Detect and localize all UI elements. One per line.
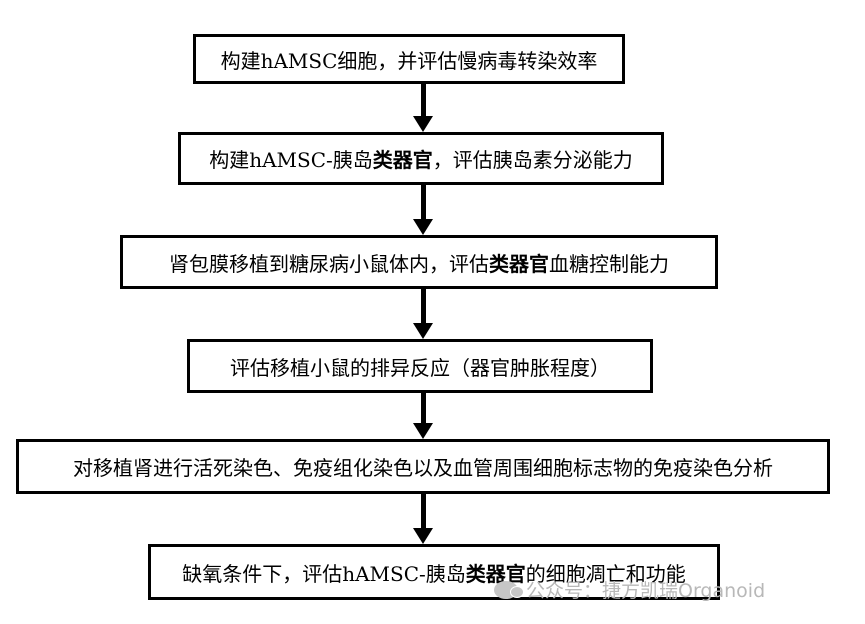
arrow-5-6 xyxy=(413,494,433,544)
step-4-box: 评估移植小鼠的排异反应（器官肿胀程度） xyxy=(187,339,653,393)
step-3-bold: 类器官 xyxy=(489,251,549,276)
wechat-icon xyxy=(494,580,524,599)
step-2-bold: 类器官 xyxy=(372,148,433,172)
step-5-box: 对移植肾进行活死染色、免疫组化染色以及血管周围细胞标志物的免疫染色分析 xyxy=(16,439,830,494)
step-2-text: 构建hAMSC-胰岛类器官，评估胰岛素分泌能力 xyxy=(209,148,633,172)
step-6-box: 缺氧条件下，评估hAMSC-胰岛类器官的细胞凋亡和功能 xyxy=(148,544,720,600)
step-6-text: 缺氧条件下，评估hAMSC-胰岛类器官的细胞凋亡和功能 xyxy=(182,561,686,586)
arrow-3-4 xyxy=(413,289,433,339)
step-2-box: 构建hAMSC-胰岛类器官，评估胰岛素分泌能力 xyxy=(178,132,664,185)
arrow-1-2 xyxy=(413,84,433,132)
watermark-text: 公众号：捷方凯瑞Organoid xyxy=(526,580,766,602)
step-3-text: 肾包膜移植到糖尿病小鼠体内，评估类器官血糖控制能力 xyxy=(169,251,669,276)
arrow-2-3 xyxy=(413,185,433,235)
step-4-text: 评估移植小鼠的排异反应（器官肿胀程度） xyxy=(230,355,610,380)
step-1-box: 构建hAMSC细胞，并评估慢病毒转染效率 xyxy=(193,34,625,84)
step-3-box: 肾包膜移植到糖尿病小鼠体内，评估类器官血糖控制能力 xyxy=(120,235,718,289)
step-6-bold: 类器官 xyxy=(465,561,526,586)
step-5-text: 对移植肾进行活死染色、免疫组化染色以及血管周围细胞标志物的免疫染色分析 xyxy=(73,456,773,480)
arrow-4-5 xyxy=(413,393,433,439)
step-1-text: 构建hAMSC细胞，并评估慢病毒转染效率 xyxy=(220,48,598,73)
watermark: 公众号：捷方凯瑞Organoid xyxy=(494,576,765,603)
